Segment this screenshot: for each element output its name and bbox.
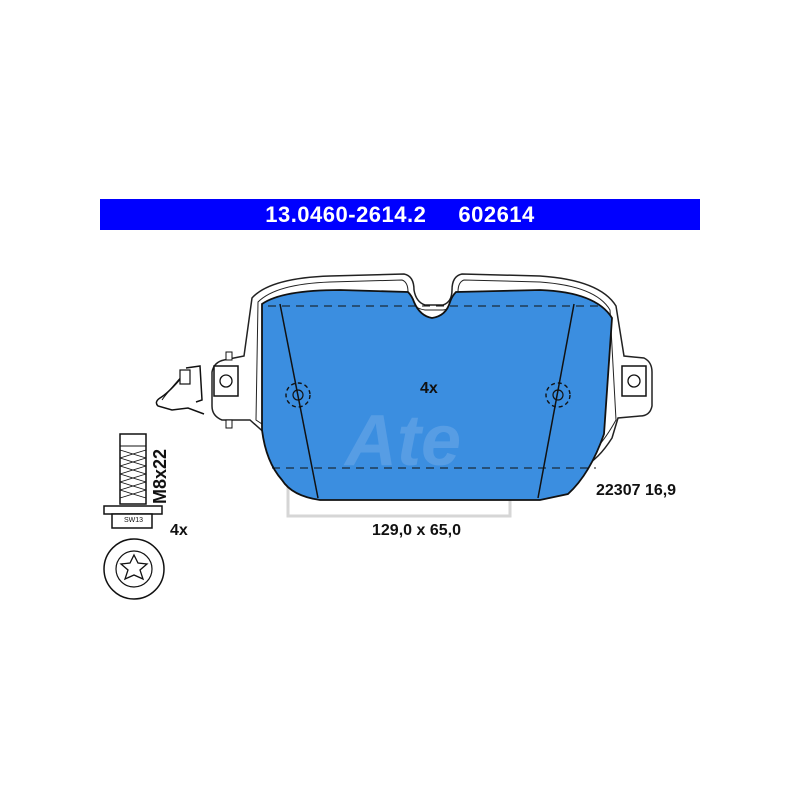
header-bar: 13.0460-2614.2 602614 [100, 199, 700, 230]
chamfer-left [279, 303, 319, 499]
left-lug [213, 351, 239, 429]
pad-quantity-label: 4x [420, 380, 438, 397]
pad-hole-left [285, 382, 311, 408]
retaining-spring-icon [155, 365, 205, 415]
bolt-thread-size-label: M8x22 [150, 448, 170, 504]
wrench-size-label: SW13 [124, 517, 144, 524]
friction-pad [261, 289, 613, 501]
wva-thickness-label: 22307 16,9 [596, 482, 677, 499]
svg-text:Ate: Ate [343, 401, 461, 481]
pad-dimensions-label: 129,0 x 65,0 [372, 522, 461, 539]
reference-number: 602614 [458, 201, 535, 227]
torx-bolt-head-icon [103, 538, 165, 600]
bolt-quantity-label: 4x [170, 522, 188, 539]
part-number: 13.0460-2614.2 [265, 201, 427, 227]
pad-hole-right [545, 382, 571, 408]
chamfer-right [537, 303, 575, 499]
bolt-side-view [103, 433, 163, 529]
right-lug [621, 365, 647, 397]
